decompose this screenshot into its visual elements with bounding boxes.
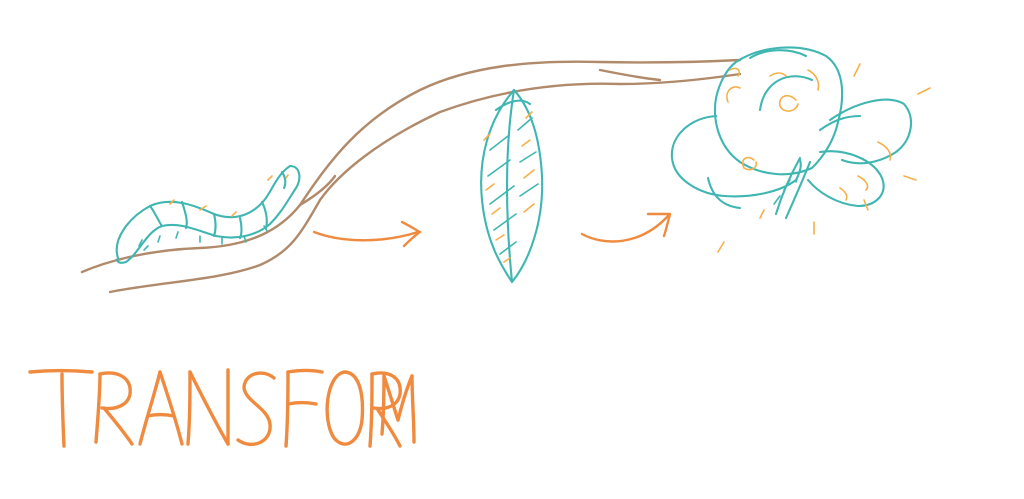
page-title: TRANSFORM: [30, 382, 558, 462]
arrow-icon: [312, 220, 422, 248]
caterpillar-icon: [115, 164, 301, 264]
chrysalis-icon: [480, 88, 544, 284]
arrow-icon: [580, 212, 672, 243]
title-lettering: [28, 368, 416, 448]
branch-icon: [80, 58, 742, 294]
butterfly-icon: [670, 46, 931, 253]
